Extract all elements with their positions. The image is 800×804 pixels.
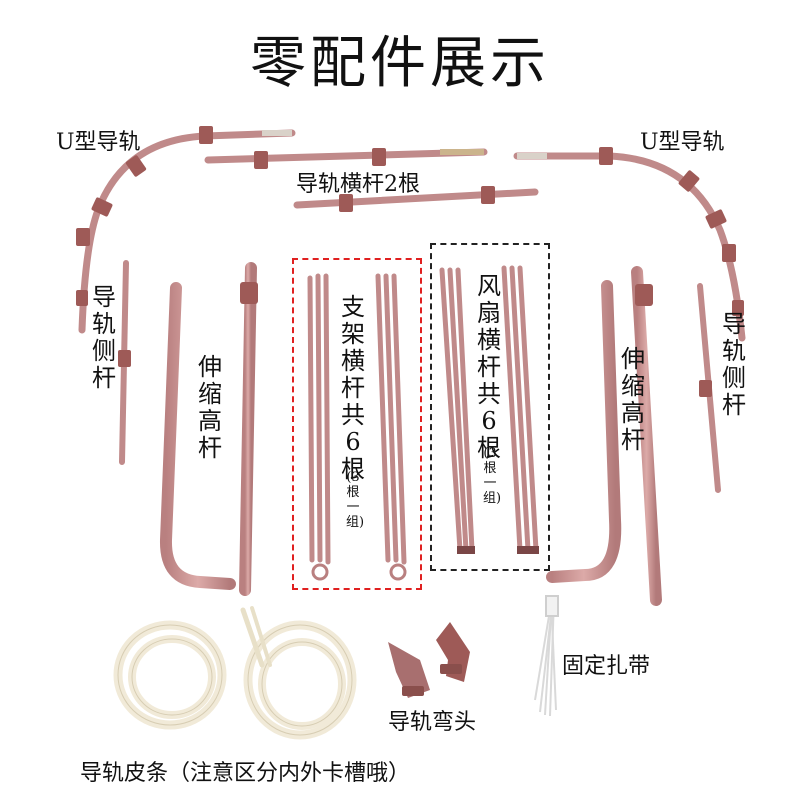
label-side-rod-right: 导轨侧杆	[722, 310, 746, 419]
label-zip-ties: 固定扎带	[562, 654, 651, 679]
fan-bars-box	[430, 243, 550, 571]
label-crossbar: 导轨横杆2根	[296, 172, 420, 197]
zip-ties	[534, 595, 559, 717]
label-fan-note: (3根一组)	[483, 446, 502, 506]
rail-elbows	[388, 622, 470, 698]
u-rail-right	[513, 147, 746, 342]
telescopic-poles-right	[546, 266, 662, 606]
telescopic-poles-left	[159, 262, 258, 596]
crossbars	[204, 148, 539, 212]
bracket-bars-box	[292, 258, 422, 590]
label-telescopic-left: 伸缩高杆	[198, 353, 222, 462]
label-u-rail-right: U型导轨	[640, 130, 725, 155]
label-fan-bars: 风扇横杆共6根	[477, 272, 501, 462]
fan-bar-ends	[457, 546, 539, 554]
fan-bars	[439, 265, 539, 553]
label-bracket-bars: 支架横杆共6根	[341, 293, 365, 483]
label-u-rail-left: U型导轨	[56, 130, 141, 155]
label-elbows: 导轨弯头	[388, 710, 477, 735]
bracket-bars	[307, 273, 407, 565]
label-bracket-note: (3根一组)	[346, 470, 365, 530]
label-belts: 导轨皮条（注意区分内外卡槽哦）	[80, 761, 411, 786]
rail-belts	[113, 606, 357, 740]
bracket-hooks	[311, 563, 407, 581]
label-side-rod-left: 导轨侧杆	[92, 283, 116, 392]
u-rail-left	[76, 126, 296, 334]
page-title: 零配件展示	[250, 31, 550, 96]
label-telescopic-right: 伸缩高杆	[621, 345, 645, 454]
side-rods	[118, 260, 721, 493]
